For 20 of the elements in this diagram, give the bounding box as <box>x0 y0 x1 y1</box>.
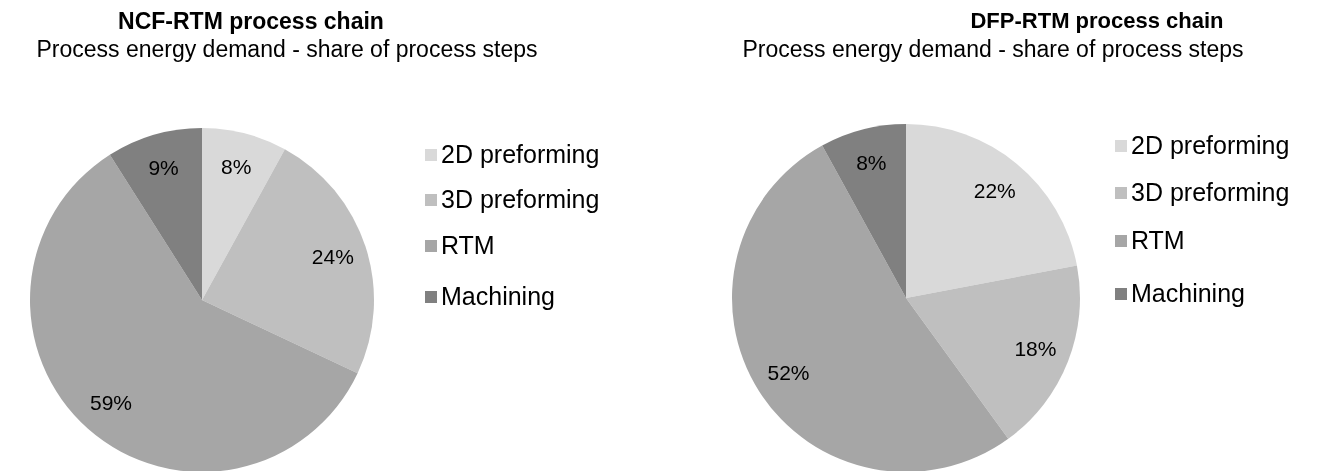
data-label: 8% <box>856 151 887 176</box>
data-label: 22% <box>973 178 1016 203</box>
data-label: 18% <box>1014 337 1057 362</box>
chart-subtitle: Process energy demand - share of process steps <box>36 36 538 63</box>
chart-title: DFP-RTM process chain <box>970 8 1224 34</box>
data-label: 24% <box>311 245 354 270</box>
chart-subtitle: Process energy demand - share of process steps <box>742 36 1244 63</box>
legend-label: 2D preforming <box>441 140 600 169</box>
legend-label: RTM <box>441 231 495 260</box>
legend-label: 3D preforming <box>441 185 600 214</box>
data-label: 9% <box>148 155 179 180</box>
chart-title: NCF-RTM process chain <box>118 8 384 35</box>
data-label: 52% <box>767 360 810 385</box>
legend-label: RTM <box>1131 226 1185 255</box>
legend-label: 3D preforming <box>1131 178 1290 207</box>
legend-label: Machining <box>1131 279 1245 308</box>
data-label: 8% <box>221 154 252 179</box>
data-label: 59% <box>90 391 132 416</box>
legend-label: Machining <box>441 282 555 311</box>
legend-label: 2D preforming <box>1131 131 1290 160</box>
